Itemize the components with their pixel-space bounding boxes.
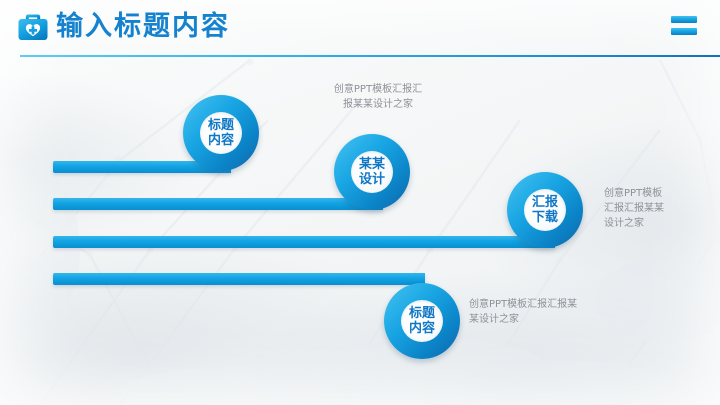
node-label-3-line1: 汇报 bbox=[531, 195, 558, 210]
hamburger-menu-icon[interactable] bbox=[671, 16, 697, 38]
ribbon-bar-3 bbox=[53, 236, 555, 248]
medical-kit-icon bbox=[16, 11, 50, 43]
node-label-2-line1: 某某 bbox=[358, 157, 385, 172]
node-caption-3: 创意PPT模板 汇报汇报某某 设计之家 bbox=[604, 188, 664, 229]
ribbon-bar-4 bbox=[53, 273, 425, 285]
node-label-1-line2: 内容 bbox=[207, 133, 234, 148]
node-caption-4: 创意PPT模板汇报汇报某 某设计之家 bbox=[469, 299, 578, 325]
menu-bar-bottom bbox=[671, 28, 697, 35]
slide-header: 输入标题内容 bbox=[0, 0, 720, 58]
ribbon-bar-2 bbox=[53, 198, 383, 210]
page-title: 输入标题内容 bbox=[56, 11, 230, 42]
node-label-4-line2: 内容 bbox=[408, 321, 435, 336]
node-label-4-line1: 标题 bbox=[408, 306, 435, 321]
node-label-2-line2: 设计 bbox=[358, 172, 385, 187]
node-circle-2[interactable]: 某某 设计 bbox=[334, 134, 410, 210]
menu-bar-top bbox=[671, 16, 697, 23]
header-divider bbox=[20, 55, 720, 57]
node-label-3-line2: 下载 bbox=[531, 210, 558, 225]
node-label-1: 标题 内容 bbox=[200, 112, 242, 154]
node-circle-4[interactable]: 标题 内容 bbox=[384, 283, 460, 359]
node-label-1-line1: 标题 bbox=[207, 118, 234, 133]
node-caption-1: 创意PPT模板汇报汇 报某某设计之家 bbox=[333, 84, 423, 110]
ribbon-bar-1 bbox=[53, 161, 231, 173]
node-label-3: 汇报 下载 bbox=[524, 189, 566, 231]
node-circle-1[interactable]: 标题 内容 bbox=[183, 95, 259, 171]
node-label-4: 标题 内容 bbox=[401, 300, 443, 342]
node-circle-3[interactable]: 汇报 下载 bbox=[507, 172, 583, 248]
node-label-2: 某某 设计 bbox=[351, 151, 393, 193]
